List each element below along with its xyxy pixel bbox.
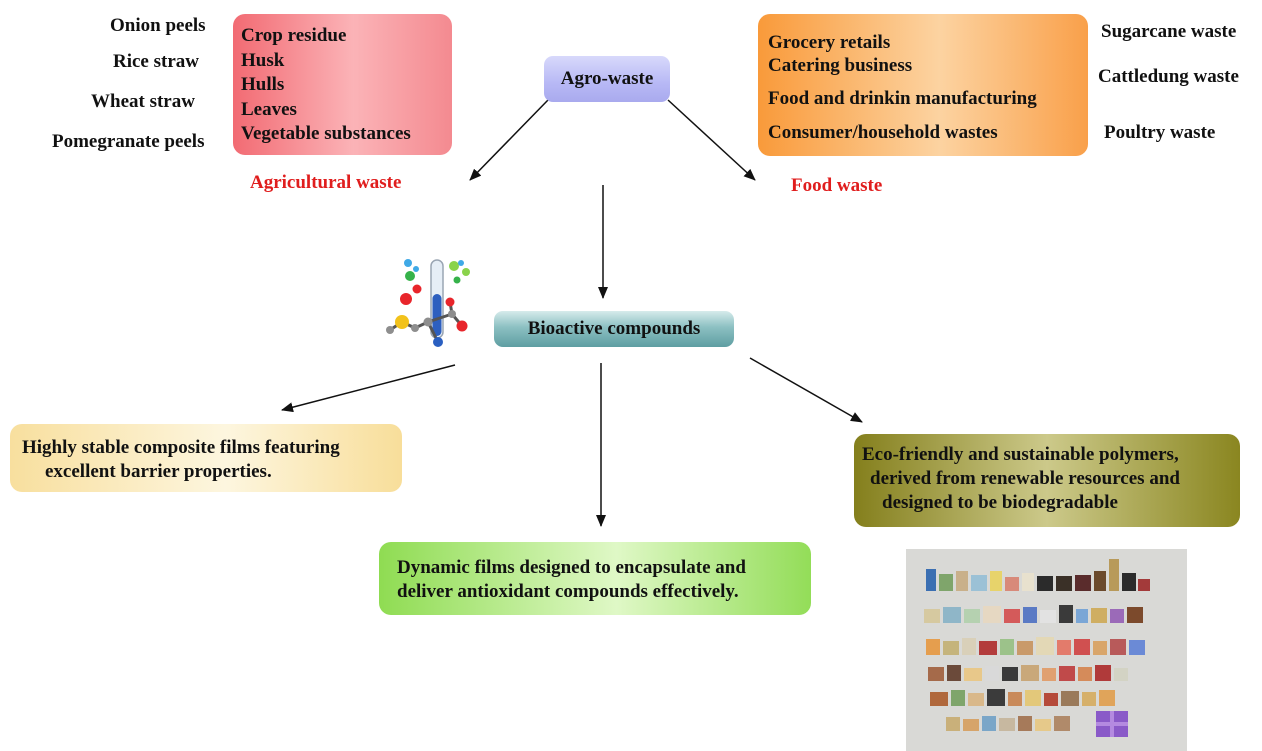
food-box-item: Food and drinkin manufacturing bbox=[768, 88, 1037, 109]
food-waste-label: Food waste bbox=[791, 175, 883, 196]
agro-waste-box: Agro-waste bbox=[544, 56, 670, 102]
food-box-item: Consumer/household wastes bbox=[768, 121, 998, 143]
packaging-items bbox=[924, 559, 1150, 737]
arrow-to-left-output bbox=[281, 364, 456, 413]
eco-polymers-line: derived from renewable resources and bbox=[870, 468, 1180, 489]
bioactive-compounds-box: Bioactive compounds bbox=[494, 311, 734, 347]
food-side-item: Cattledung waste bbox=[1098, 66, 1239, 87]
agri-box-item: Leaves bbox=[241, 98, 297, 120]
composite-films-line: excellent barrier properties. bbox=[45, 461, 272, 482]
dynamic-films-line: deliver antioxidant compounds effectivel… bbox=[397, 581, 739, 602]
agri-side-item: Rice straw bbox=[113, 51, 199, 72]
food-side-item: Sugarcane waste bbox=[1101, 21, 1237, 42]
eco-polymers-line: designed to be biodegradable bbox=[882, 492, 1118, 513]
agri-box-item: Crop residue bbox=[241, 25, 347, 46]
dynamic-films-line: Dynamic films designed to encapsulate an… bbox=[397, 557, 746, 578]
food-side-item: Poultry waste bbox=[1104, 122, 1216, 143]
agricultural-waste-label: Agricultural waste bbox=[250, 172, 402, 193]
arrow-to-agricultural bbox=[469, 99, 549, 181]
agri-box-item: Husk bbox=[241, 49, 285, 71]
agri-side-item: Wheat straw bbox=[91, 91, 195, 112]
food-box-item: Catering business bbox=[768, 54, 913, 76]
agri-box-item: Hulls bbox=[241, 74, 285, 95]
eco-polymers-line: Eco-friendly and sustainable polymers, bbox=[862, 444, 1179, 465]
food-waste-box: Grocery retails Catering business Food a… bbox=[758, 14, 1088, 156]
agri-box-item: Vegetable substances bbox=[241, 123, 411, 144]
agri-side-item: Pomegranate peels bbox=[52, 131, 205, 152]
arrow-to-food bbox=[667, 99, 756, 181]
dynamic-films-box: Dynamic films designed to encapsulate an… bbox=[379, 542, 811, 615]
composite-films-line: Highly stable composite films featuring bbox=[22, 437, 340, 458]
eco-polymers-box: Eco-friendly and sustainable polymers, d… bbox=[854, 434, 1240, 527]
food-box-item: Grocery retails bbox=[768, 32, 891, 53]
agri-side-item: Onion peels bbox=[110, 15, 206, 36]
arrow-to-right-output bbox=[749, 357, 863, 423]
molecule-test-tube-icon bbox=[386, 259, 470, 347]
composite-films-box: Highly stable composite films featuring … bbox=[10, 424, 402, 492]
agricultural-waste-box: Crop residue Husk Hulls Leaves Vegetable… bbox=[233, 14, 452, 155]
packaging-photo bbox=[906, 549, 1187, 751]
